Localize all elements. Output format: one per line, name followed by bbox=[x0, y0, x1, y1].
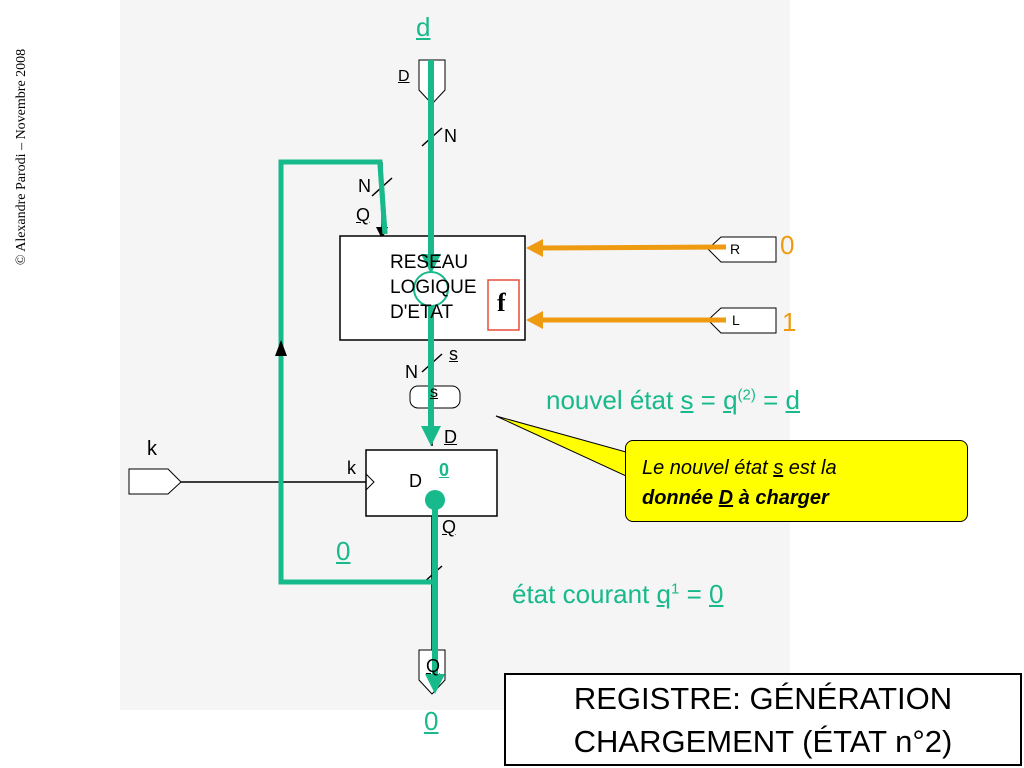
d-signal-arrowhead bbox=[421, 254, 441, 274]
callout-part1: Le nouvel état bbox=[642, 457, 774, 479]
q-signal-arrowhead bbox=[425, 674, 445, 694]
callout-pointer bbox=[495, 415, 627, 477]
r-signal bbox=[539, 244, 727, 251]
s-pin-label: s bbox=[430, 384, 438, 401]
diagram-panel bbox=[120, 0, 790, 710]
input-d-label: d bbox=[416, 12, 431, 42]
callout-line2: donnée D à charger bbox=[642, 483, 951, 513]
new-state-q: q bbox=[723, 385, 738, 415]
title-line1: REGISTRE: GÉNÉRATION bbox=[573, 681, 953, 716]
r-signal-arrowhead bbox=[526, 239, 543, 257]
new-state-d: d bbox=[785, 385, 800, 415]
n-bus-label-top: N bbox=[444, 126, 457, 146]
clock-label: k bbox=[147, 438, 157, 460]
logic-block-line3: D'ETAT bbox=[390, 302, 454, 323]
register-value: 0 bbox=[439, 460, 450, 480]
l-connector bbox=[707, 307, 777, 334]
l-signal-arrowhead bbox=[526, 311, 543, 329]
current-state-value: 0 bbox=[709, 579, 724, 609]
s-bus-label: s bbox=[449, 344, 458, 364]
callout-d: D bbox=[718, 487, 734, 509]
feedback-tick bbox=[377, 164, 388, 235]
callout-part4: à charger bbox=[733, 487, 829, 509]
callout-part3: donnée bbox=[642, 487, 719, 509]
logic-block-line2: LOGIQUE bbox=[390, 277, 477, 298]
register-d-pin-label: D bbox=[444, 427, 457, 447]
clock-connector bbox=[128, 468, 182, 495]
new-state-eq1: = bbox=[693, 385, 724, 415]
l-value: 1 bbox=[782, 307, 797, 337]
output-value: 0 bbox=[424, 706, 439, 736]
register-q-label: Q bbox=[442, 517, 457, 537]
r-pin-label: R bbox=[730, 241, 741, 257]
f-box bbox=[487, 279, 520, 331]
feedback-q-label: Q bbox=[356, 205, 371, 225]
new-state-sup: (2) bbox=[737, 386, 756, 404]
l-pin-label: L bbox=[732, 312, 740, 328]
new-state-eq2: = bbox=[755, 385, 786, 415]
feedback-arrow-up bbox=[275, 340, 287, 356]
current-state-sup: 1 bbox=[671, 580, 680, 598]
r-value: 0 bbox=[780, 230, 795, 260]
output-q-pin-label: Q bbox=[426, 656, 441, 676]
current-state-prefix: état courant bbox=[512, 579, 657, 609]
r-connector bbox=[707, 236, 777, 263]
s-pin-box bbox=[409, 385, 461, 409]
f-function-label: f bbox=[497, 288, 506, 317]
new-state-s: s bbox=[680, 385, 694, 415]
s-n-bus-label: N bbox=[405, 362, 418, 382]
title-line2: CHARGEMENT (ÉTAT n°2) bbox=[573, 724, 953, 759]
callout-part2: est la bbox=[783, 457, 837, 479]
register-k-label: k bbox=[347, 458, 356, 478]
new-state-prefix: nouvel état bbox=[546, 385, 681, 415]
callout-box: Le nouvel état s est la donnée D à charg… bbox=[625, 440, 968, 522]
current-state-equation: état courant q1 = 0 bbox=[512, 579, 723, 610]
logic-block-line1: RESEAU bbox=[390, 252, 469, 273]
new-state-equation: nouvel état s = q(2) = d bbox=[546, 385, 800, 416]
slide-title: REGISTRE: GÉNÉRATION CHARGEMENT (ÉTAT n°… bbox=[504, 673, 1022, 766]
feedback-bus-label: N bbox=[358, 176, 371, 196]
d-pin-label: D bbox=[398, 68, 410, 85]
current-state-eq: = bbox=[679, 579, 709, 609]
register-inside-d: D bbox=[409, 471, 422, 491]
s-signal-arrowhead bbox=[421, 426, 441, 446]
current-state-q: q bbox=[656, 579, 672, 609]
register-clock-notch bbox=[365, 473, 375, 491]
callout-line1: Le nouvel état s est la bbox=[642, 453, 951, 483]
feedback-value: 0 bbox=[336, 536, 351, 566]
callout-s: s bbox=[773, 457, 784, 479]
